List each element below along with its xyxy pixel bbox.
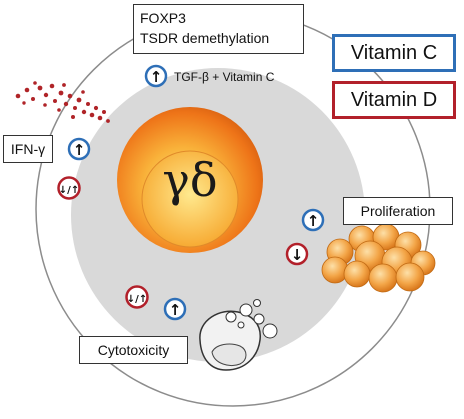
ifn-up-indicator: ↑ bbox=[67, 137, 91, 161]
proliferation-up-indicator: ↑ bbox=[301, 208, 325, 232]
cytotoxicity-box: Cytotoxicity bbox=[79, 336, 188, 364]
svg-text:↓/↑: ↓/↑ bbox=[127, 294, 147, 305]
vitamin-c-legend: Vitamin C bbox=[332, 34, 456, 72]
cytotoxic-cell bbox=[199, 299, 278, 371]
tsdr-label: TSDR demethylation bbox=[140, 30, 270, 46]
svg-text:↓/↑: ↓/↑ bbox=[59, 185, 79, 196]
proliferation-down-indicator: ↓ bbox=[285, 242, 309, 266]
cytotoxicity-label: Cytotoxicity bbox=[97, 342, 170, 358]
cytotoxicity-up-indicator: ↑ bbox=[163, 297, 187, 321]
cytotoxicity-mixed-indicator: ↓/↑ bbox=[125, 285, 149, 309]
tgf-label: TGF-β + Vitamin C bbox=[174, 70, 275, 84]
ifn-mixed-indicator: ↓/↑ bbox=[57, 176, 81, 200]
ifn-gamma-box: IFN-γ bbox=[3, 135, 53, 163]
svg-text:↓: ↓ bbox=[291, 246, 304, 264]
vitamin-d-label: Vitamin D bbox=[350, 88, 438, 111]
cell-nucleus bbox=[141, 150, 239, 248]
foxp3-label: FOXP3 bbox=[140, 10, 186, 26]
ifn-gamma-label: IFN-γ bbox=[10, 141, 46, 157]
ifn-gamma-dots bbox=[15, 81, 110, 123]
vitamin-c-label: Vitamin C bbox=[350, 41, 438, 64]
vitamin-d-legend: Vitamin D bbox=[332, 81, 456, 119]
foxp3-box: FOXP3 TSDR demethylation bbox=[133, 4, 304, 54]
svg-text:↑: ↑ bbox=[150, 68, 163, 86]
svg-text:↑: ↑ bbox=[73, 141, 86, 159]
proliferation-box: Proliferation bbox=[343, 197, 453, 225]
svg-text:↑: ↑ bbox=[307, 212, 320, 230]
proliferation-label: Proliferation bbox=[360, 203, 436, 219]
svg-text:↑: ↑ bbox=[169, 301, 182, 319]
tgf-up-indicator: ↑ bbox=[144, 64, 168, 88]
cell-label: γδ bbox=[162, 153, 217, 207]
proliferation-cells bbox=[321, 223, 436, 293]
